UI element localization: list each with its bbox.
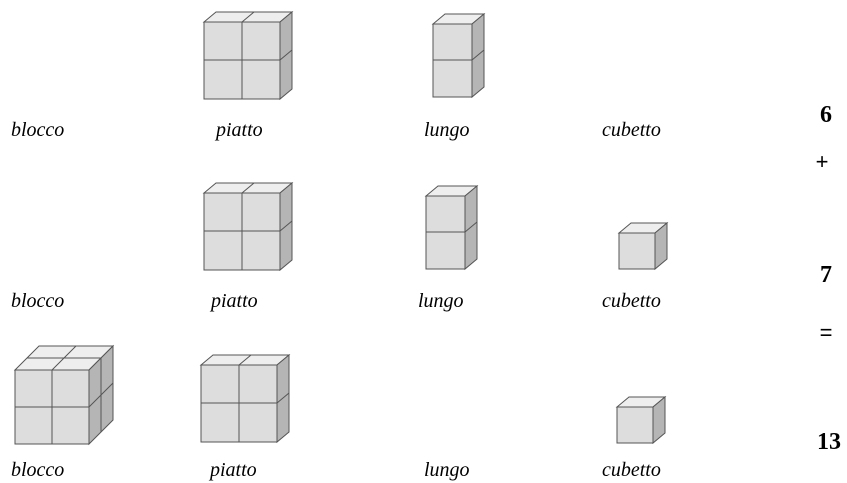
label-lungo: lungo — [424, 460, 470, 480]
equals-sign: = — [820, 322, 833, 344]
lungo-shape — [430, 13, 488, 101]
label-cubetto: cubetto — [602, 120, 661, 140]
first-addend: 6 — [820, 103, 832, 127]
label-piatto: piatto — [211, 291, 258, 311]
label-piatto: piatto — [210, 460, 257, 480]
blocco-shape — [11, 344, 117, 448]
piatto-shape — [197, 354, 293, 446]
label-lungo: lungo — [424, 120, 470, 140]
plus-sign: + — [816, 151, 829, 173]
lungo-shape — [423, 185, 481, 273]
label-blocco: blocco — [11, 291, 64, 311]
cubetto-shape — [617, 221, 671, 273]
piatto-shape — [200, 182, 296, 274]
label-lungo: lungo — [418, 291, 464, 311]
sum-result: 13 — [817, 430, 841, 454]
piatto-shape — [200, 11, 296, 103]
label-cubetto: cubetto — [602, 291, 661, 311]
cubetto-shape — [615, 395, 669, 447]
label-cubetto: cubetto — [602, 460, 661, 480]
label-blocco: blocco — [11, 120, 64, 140]
label-piatto: piatto — [216, 120, 263, 140]
second-addend: 7 — [820, 263, 832, 287]
label-blocco: blocco — [11, 460, 64, 480]
